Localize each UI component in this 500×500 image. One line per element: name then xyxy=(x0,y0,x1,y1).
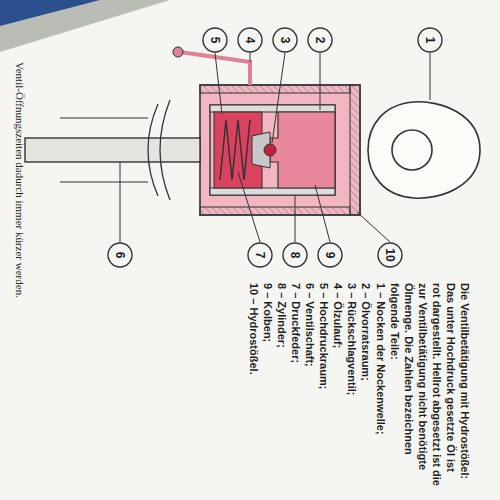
leader-line xyxy=(238,172,260,242)
callout-circle xyxy=(308,28,332,52)
part-list-item: 6 – Ventilschaft; xyxy=(303,283,317,488)
callout-number: 9 xyxy=(319,244,341,266)
leader-line xyxy=(430,53,431,100)
leader-line xyxy=(272,53,285,143)
leader-line xyxy=(295,195,296,242)
camshaft xyxy=(392,130,432,170)
leader-line xyxy=(215,53,222,114)
callout-circle xyxy=(318,243,342,267)
callout-circle xyxy=(418,28,442,52)
check-valve-ball xyxy=(264,144,276,156)
valve-guide xyxy=(60,181,148,182)
part-list-item: 5 – Hochdruckraum; xyxy=(317,283,331,488)
callout-number: 10 xyxy=(379,244,401,266)
cylinder-wall xyxy=(210,105,335,112)
cam xyxy=(368,102,480,198)
part-list-item: 9 – Kolben; xyxy=(261,283,275,488)
callout-number: 4 xyxy=(239,29,261,51)
compression-spring xyxy=(220,120,250,180)
caption-column: Die Ventilbetätigung mit Hydrostößel: Da… xyxy=(247,283,472,488)
piston xyxy=(270,112,335,188)
leader-line xyxy=(357,212,390,242)
part-list-item: 1 – Nocken der Nockenwelle; xyxy=(373,283,387,488)
leader-line xyxy=(250,53,251,62)
cylinder xyxy=(210,105,335,195)
callout-circle xyxy=(203,28,227,52)
body-text: Ventil-Öffnungszeiten dadurch immer kürz… xyxy=(14,62,26,482)
desk xyxy=(0,0,170,52)
callout-number: 7 xyxy=(249,244,271,266)
callout-circle xyxy=(248,243,272,267)
spring-seat xyxy=(160,100,170,200)
book-cover xyxy=(0,0,100,26)
callout-number: 6 xyxy=(109,244,131,266)
leader-line xyxy=(120,162,121,242)
spring-seat xyxy=(148,104,158,196)
callout-number: 8 xyxy=(284,244,306,266)
oil-inlet-end xyxy=(173,47,183,57)
callout-number: 1 xyxy=(419,29,441,51)
callout-number: 3 xyxy=(274,29,296,51)
part-list-item: 2 – Ölvorratsraum; xyxy=(359,283,373,488)
callout-number: 2 xyxy=(309,29,331,51)
valve-stem xyxy=(25,138,200,162)
callout-circle xyxy=(108,243,132,267)
callout-circle xyxy=(283,243,307,267)
caption-text: Die Ventilbetätigung mit Hydrostößel: Da… xyxy=(388,283,472,488)
tappet-top xyxy=(350,85,360,215)
part-list-item: 3 – Rückschlagventil; xyxy=(345,283,359,488)
valve-guide xyxy=(60,117,148,118)
callout-circle xyxy=(378,243,402,267)
part-list-item: 8 – Zylinder; xyxy=(275,283,289,488)
callout-number: 5 xyxy=(204,29,226,51)
leader-line xyxy=(315,185,330,242)
part-list-item: 10 – Hydrostößel. xyxy=(247,283,261,488)
tappet-wall xyxy=(200,85,350,93)
leader-lines xyxy=(120,53,430,242)
part-list-item: 4 – Ölzulauf; xyxy=(331,283,345,488)
part-list-item: 7 – Druckfeder; xyxy=(289,283,303,488)
tappet-housing xyxy=(200,85,360,215)
callout-circle xyxy=(238,28,262,52)
leader-line xyxy=(320,53,321,110)
tappet-wall xyxy=(200,207,350,215)
callout-circle xyxy=(273,28,297,52)
